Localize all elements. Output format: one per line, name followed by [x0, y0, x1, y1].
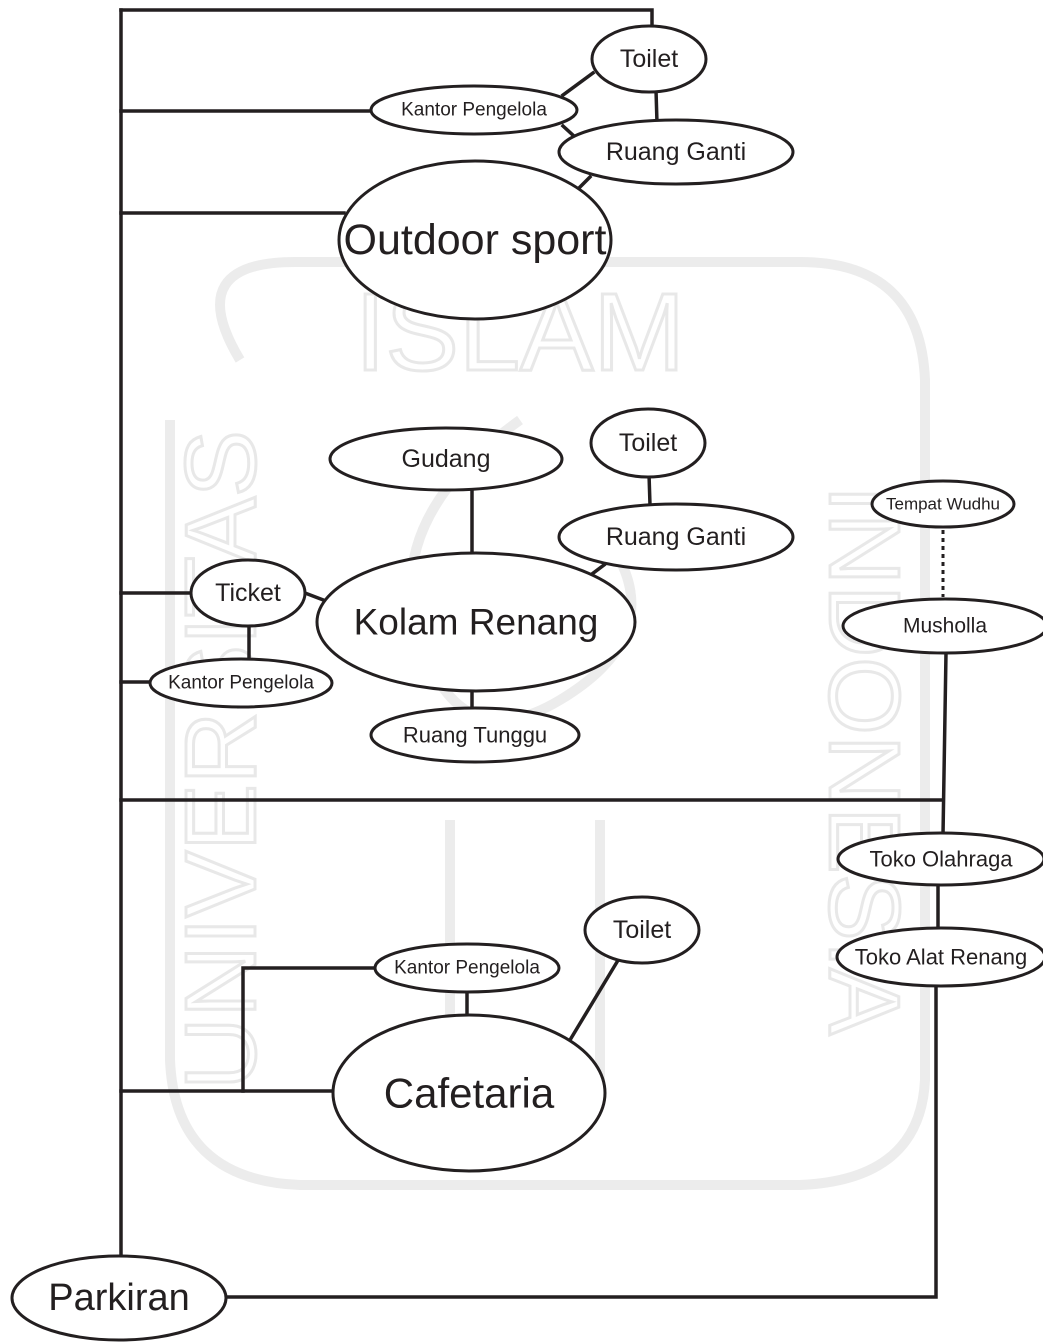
node-toko-alat-renang: Toko Alat Renang: [835, 926, 1043, 988]
node-ruang-tunggu: Ruang Tunggu: [369, 706, 581, 764]
line-toilet-ruang-ganti-kolam: [647, 472, 652, 507]
label-kantor-pengelola-cafe: Kantor Pengelola: [394, 958, 540, 979]
connections: [119, 8, 948, 1299]
watermark-frame: [165, 256, 930, 1190]
node-ticket: Ticket: [189, 558, 307, 628]
node-musholla: Musholla: [841, 597, 1043, 655]
node-outdoor-sport: Outdoor sport: [337, 159, 613, 321]
node-kantor-pengelola-kolam: Kantor Pengelola: [148, 657, 334, 709]
label-gudang: Gudang: [402, 445, 491, 473]
line-cafe-branch: [241, 966, 377, 1093]
node-toilet-cafe: Toilet: [583, 895, 701, 965]
label-parkiran: Parkiran: [48, 1277, 190, 1319]
node-gudang: Gudang: [328, 426, 564, 492]
line-musholla-toko: [941, 651, 948, 837]
watermark-left-text: UNIVERSITAS: [165, 430, 277, 1089]
node-kantor-pengelola-cafe: Kantor Pengelola: [373, 942, 561, 994]
label-toilet-cafe: Toilet: [613, 916, 671, 944]
label-outdoor-sport: Outdoor sport: [344, 216, 607, 264]
line-toilet-ruang-ganti-outdoor: [654, 88, 659, 125]
node-ruang-ganti-kolam: Ruang Ganti: [557, 502, 795, 572]
label-cafetaria: Cafetaria: [384, 1070, 555, 1117]
label-ruang-ganti-kolam: Ruang Ganti: [606, 523, 746, 551]
label-kantor-pengelola-kolam: Kantor Pengelola: [168, 673, 314, 694]
label-toilet-outdoor: Toilet: [620, 45, 678, 73]
node-toko-olahraga: Toko Olahraga: [836, 831, 1043, 887]
label-ruang-tunggu: Ruang Tunggu: [403, 723, 547, 748]
line-toilet-cafe: [567, 954, 623, 1043]
line-ruang-ganti-kolam: [589, 562, 607, 577]
label-ticket: Ticket: [215, 579, 281, 607]
label-tempat-wudhu: Tempat Wudhu: [886, 495, 1000, 514]
label-kantor-pengelola-outdoor: Kantor Pengelola: [401, 100, 547, 121]
node-toilet-kolam: Toilet: [589, 407, 707, 479]
label-musholla: Musholla: [903, 615, 987, 638]
node-ruang-ganti-outdoor: Ruang Ganti: [557, 118, 795, 186]
node-kolam-renang: Kolam Renang: [315, 551, 637, 693]
top-line: [119, 8, 654, 30]
line-toko-to-parkiran: [220, 983, 938, 1299]
line-ticket-kolam: [302, 590, 329, 604]
label-toko-alat-renang: Toko Alat Renang: [855, 945, 1027, 970]
node-toilet-outdoor: Toilet: [590, 24, 708, 94]
node-cafetaria: Cafetaria: [331, 1013, 607, 1173]
node-tempat-wudhu: Tempat Wudhu: [870, 479, 1016, 529]
label-kolam-renang: Kolam Renang: [354, 602, 599, 643]
label-toilet-kolam: Toilet: [619, 429, 677, 457]
node-parkiran: Parkiran: [10, 1254, 228, 1342]
node-kantor-pengelola-outdoor: Kantor Pengelola: [369, 84, 579, 136]
label-ruang-ganti-outdoor: Ruang Ganti: [606, 138, 746, 166]
line-toilet-kantor-outdoor: [560, 70, 596, 98]
label-toko-olahraga: Toko Olahraga: [869, 847, 1013, 872]
